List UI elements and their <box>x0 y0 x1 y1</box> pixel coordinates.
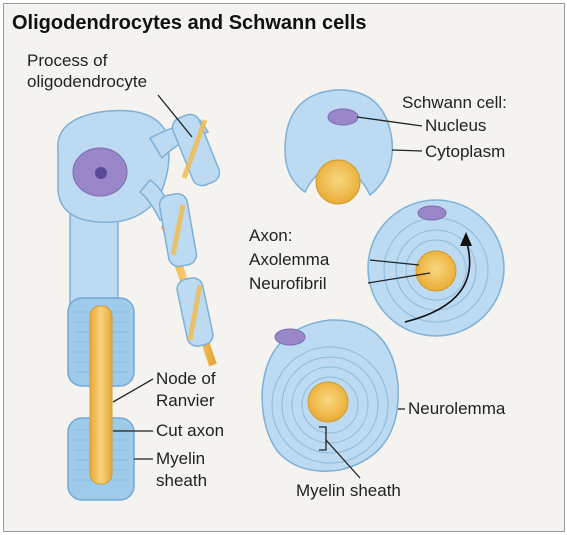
label-nucleus: Nucleus <box>425 116 486 135</box>
schwann-axon-top <box>315 159 361 205</box>
diagonal-myelinated-axon <box>158 113 221 367</box>
label-node-line2: Ranvier <box>156 391 215 410</box>
schwann-cell-top <box>284 89 394 205</box>
schwann-axon-bottom <box>307 381 349 423</box>
schwann-nucleus-middle <box>417 205 447 221</box>
schwann-axon-middle <box>415 250 457 292</box>
schwann-cytoplasm-top <box>284 89 394 197</box>
label-process-line1: Process of <box>27 51 108 70</box>
label-neurolemma: Neurolemma <box>408 399 506 418</box>
wrapping-arrowhead <box>460 232 472 246</box>
cut-axon <box>89 305 113 485</box>
label-myelin-left-line2: sheath <box>156 471 207 490</box>
figure-title: Oligodendrocytes and Schwann cells <box>12 12 367 34</box>
label-myelin-left-line1: Myelin <box>156 449 205 468</box>
schwann-cell-middle <box>367 199 505 337</box>
oligodendrocyte-nucleolus <box>95 167 107 179</box>
label-cut-axon: Cut axon <box>156 421 224 440</box>
label-neurofibril: Neurofibril <box>249 274 326 293</box>
schwann-nucleus-bottom <box>274 328 306 346</box>
wrapping-arrow <box>404 239 471 323</box>
label-cytoplasm: Cytoplasm <box>425 142 505 161</box>
schwann-cell-bottom <box>261 319 399 472</box>
label-process-line2: oligodendrocyte <box>27 72 147 91</box>
label-axolemma: Axolemma <box>249 250 330 269</box>
vertical-myelinated-axon <box>67 297 135 501</box>
label-node-line1: Node of <box>156 369 216 388</box>
label-axon: Axon: <box>249 226 292 245</box>
label-myelin-bottom: Myelin sheath <box>296 481 401 500</box>
label-schwann-cell: Schwann cell: <box>402 93 507 112</box>
schwann-nucleus-top <box>327 108 359 126</box>
